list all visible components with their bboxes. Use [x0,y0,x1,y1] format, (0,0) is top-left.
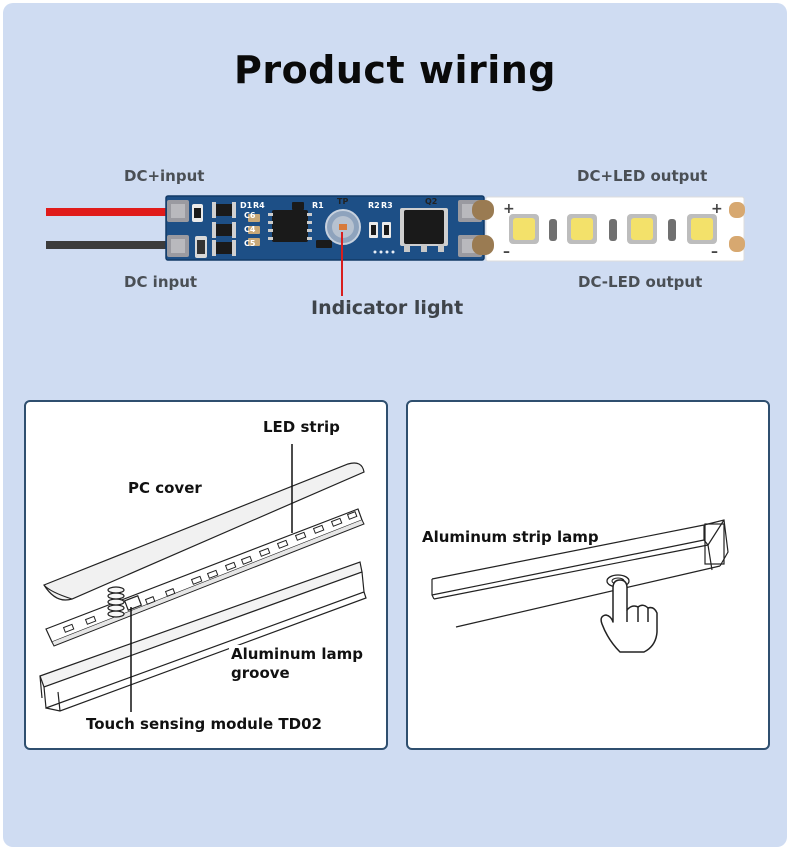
pcb-strip [45,508,365,647]
resistor-1 [549,219,557,241]
led-chip-4 [687,214,717,244]
touch-chip [123,595,143,611]
touch-spring [107,586,125,618]
dc-input-label: DC input [124,273,198,291]
lamp-panel: Aluminum strip lamp [406,400,770,750]
lamp-illustration [431,519,729,653]
pcb-mark-r2: R2 [368,201,380,210]
led-minus-left: – [503,244,510,260]
touch-module-label: Touch sensing module TD02 [84,715,324,734]
pcb-board [165,195,485,261]
black-wire [46,241,170,249]
aluminum-profile [431,519,729,628]
pcb-mark-r1: R1 [312,201,324,210]
pcb-mark-r4: R4 [253,201,265,210]
led-plus-right: + [711,201,723,217]
resistor-3 [668,219,676,241]
led-minus-right: – [711,244,718,260]
aluminum-groove [39,561,367,712]
red-wire [46,208,170,216]
hand-icon [600,579,658,653]
pc-cover-label: PC cover [128,479,202,497]
pcb-mark-c5: C5 [244,239,256,248]
pcb-mark-tp: TP [337,197,348,206]
indicator-light-label: Indicator light [311,297,464,319]
led-chip-3 [627,214,657,244]
assembly-illustration [39,444,367,712]
led-plus-left: + [503,201,515,217]
dc-plus-input-label: DC+input [124,167,205,185]
pcb-mark-r3: R3 [381,201,393,210]
aluminum-strip-lamp-label: Aluminum strip lamp [422,528,599,546]
led-chip-2 [567,214,597,244]
aluminum-groove-label: Aluminum lamp groove [229,645,379,683]
page-title: Product wiring [233,48,557,92]
wiring-diagram: D1 R4 R1 C6 C4 C5 TP R2 R3 Q2 + [46,195,745,296]
led-chip-1 [509,214,539,244]
pc-cover [43,462,365,601]
assembly-panel: LED strip PC cover Aluminum lamp groove … [24,400,388,750]
pcb-mark-c6: C6 [244,211,256,220]
resistor-2 [609,219,617,241]
dc-minus-led-output-label: DC-LED output [578,273,703,291]
pcb-mark-d1: D1 [240,201,253,210]
pcb-mark-q2: Q2 [425,197,437,206]
led-strip-label: LED strip [261,418,342,437]
pcb-mark-c4: C4 [244,225,256,234]
dc-plus-led-output-label: DC+LED output [577,167,708,185]
